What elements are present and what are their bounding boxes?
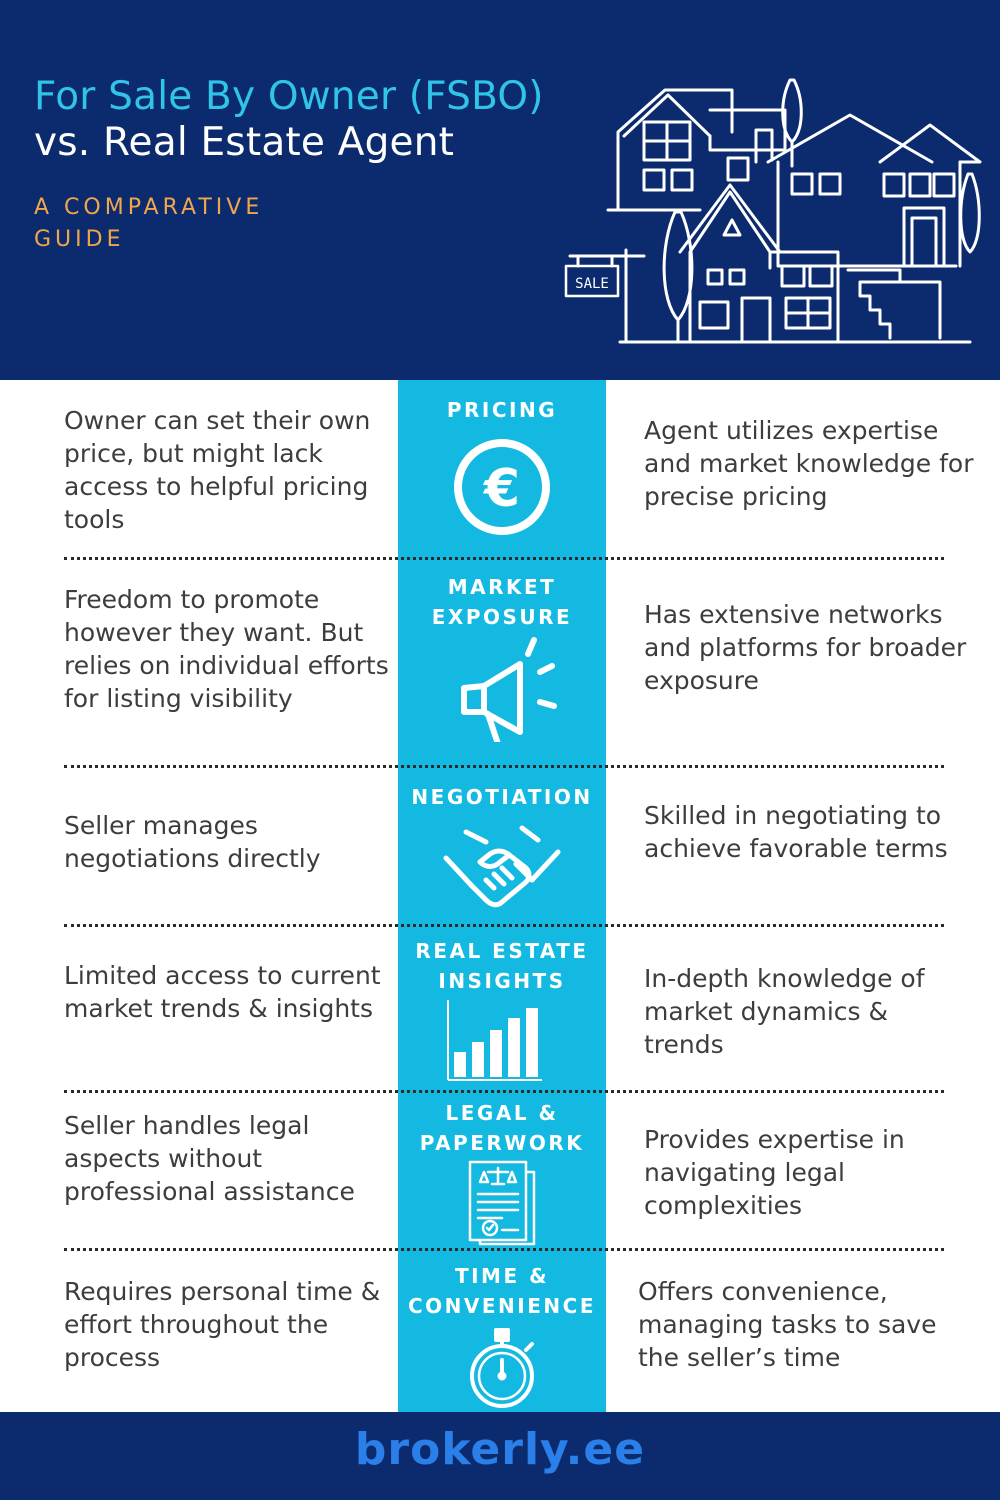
category-title-negotiation: NEGOTIATION <box>411 785 593 809</box>
stopwatch-icon <box>470 1328 534 1408</box>
bar-chart-icon <box>447 1000 542 1081</box>
euro-icon: € <box>454 439 550 535</box>
row-divider <box>64 924 944 927</box>
legal-document-icon <box>468 1160 536 1246</box>
category-title-pricing: PRICING <box>446 398 558 422</box>
row-divider <box>64 1090 944 1093</box>
header-banner <box>0 0 1000 380</box>
sale-sign-text: SALE <box>575 276 609 292</box>
row-divider <box>64 765 944 768</box>
row-divider <box>64 557 944 560</box>
houses-illustration: SALE <box>564 78 982 344</box>
handshake-icon <box>443 825 561 908</box>
agent-market-exposure-text: Has extensive networks and platforms for… <box>644 600 967 695</box>
agent-pricing-text: Agent utilizes expertise and market know… <box>644 416 974 511</box>
fsbo-real-estate-insights-text: Limited access to current market trends … <box>64 961 381 1023</box>
category-title-time-convenience: TIME & CONVENIENCE <box>408 1264 596 1318</box>
svg-text:€: € <box>483 459 520 519</box>
agent-time-convenience-text: Offers convenience, managing tasks to sa… <box>638 1277 937 1372</box>
megaphone-icon <box>461 637 557 742</box>
agent-legal-paperwork-text: Provides expertise in navigating legal c… <box>644 1125 905 1220</box>
page-title-line1: For Sale By Owner (FSBO) <box>34 74 544 119</box>
agent-real-estate-insights-text: In-depth knowledge of market dynamics & … <box>644 964 925 1059</box>
row-divider <box>64 1248 944 1251</box>
category-title-market-exposure: MARKET EXPOSURE <box>431 575 573 629</box>
category-title-real-estate-insights: REAL ESTATE INSIGHTS <box>415 939 589 993</box>
fsbo-pricing-text: Owner can set their own price, but might… <box>64 406 371 534</box>
page-subtitle: A COMPARATIVE GUIDE <box>34 195 264 252</box>
agent-negotiation-text: Skilled in negotiating to achieve favora… <box>644 801 948 863</box>
category-title-legal-paperwork: LEGAL & PAPERWORK <box>419 1101 585 1155</box>
footer-banner <box>0 1412 1000 1500</box>
fsbo-market-exposure-text: Freedom to promote however they want. Bu… <box>64 585 389 713</box>
fsbo-time-convenience-text: Requires personal time & effort througho… <box>64 1277 381 1372</box>
page-title-line2: vs. Real Estate Agent <box>34 120 455 165</box>
fsbo-legal-paperwork-text: Seller handles legal aspects without pro… <box>64 1111 355 1206</box>
brand-logo: brokerly.ee <box>354 1424 646 1475</box>
fsbo-negotiation-text: Seller manages negotiations directly <box>64 811 321 873</box>
